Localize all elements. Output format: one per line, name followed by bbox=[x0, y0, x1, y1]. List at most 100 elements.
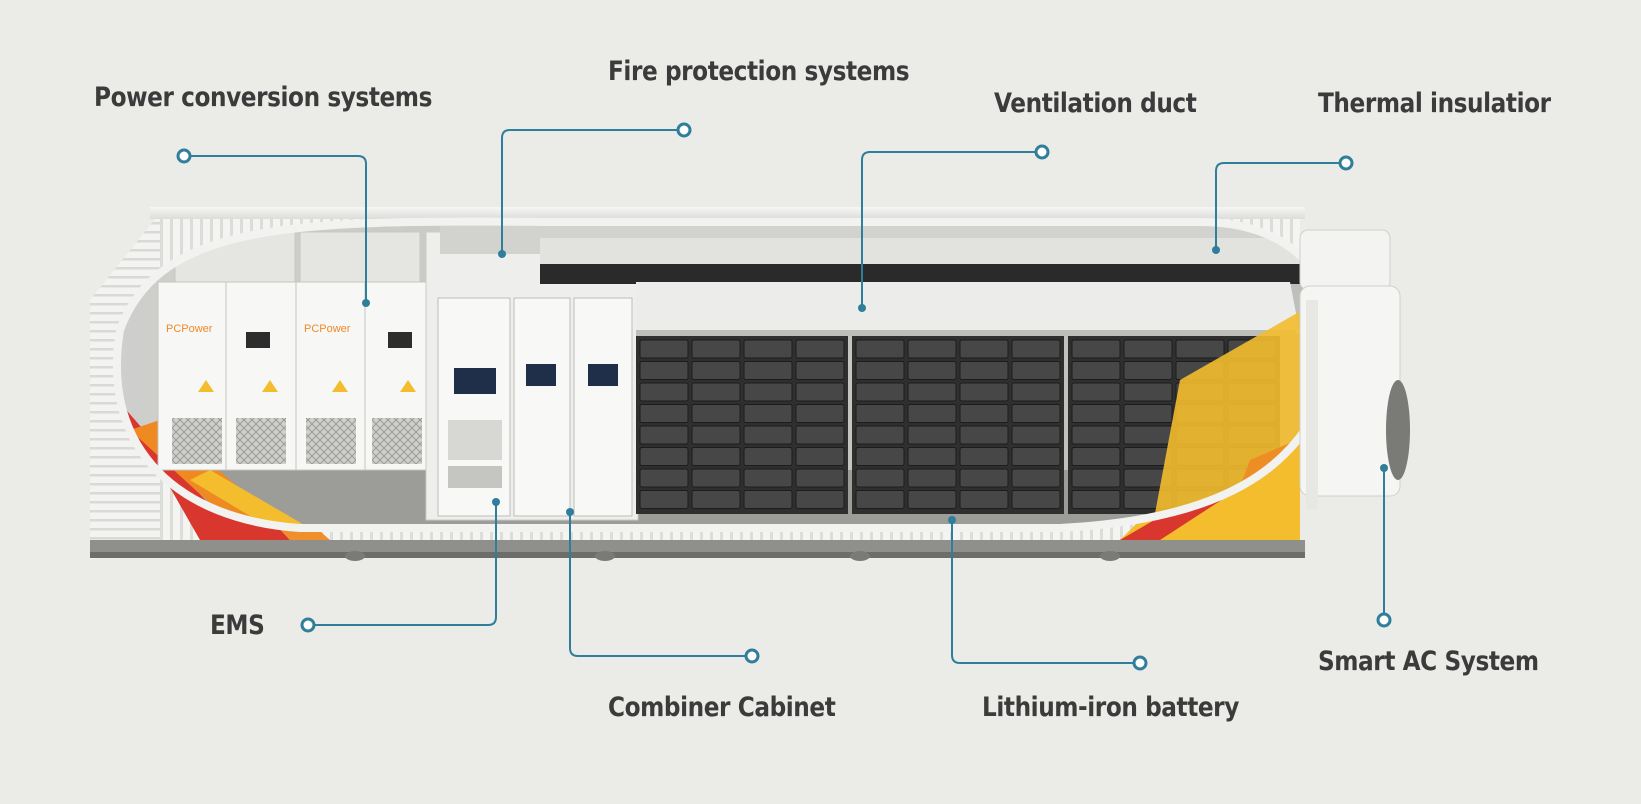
battery-module bbox=[743, 339, 793, 359]
callout-ring-ems bbox=[300, 617, 316, 633]
battery-module bbox=[795, 339, 845, 359]
battery-module bbox=[743, 361, 793, 380]
callout-ring-thermal bbox=[1338, 155, 1354, 171]
callout-line-vent bbox=[861, 151, 1042, 307]
callout-line-pcs bbox=[184, 155, 367, 300]
battery-module bbox=[639, 361, 689, 380]
callout-ring-ac bbox=[1376, 612, 1392, 628]
pcs-brand-text-2: PCPower bbox=[304, 323, 351, 335]
battery-module bbox=[855, 425, 905, 445]
battery-module bbox=[795, 382, 845, 402]
battery-module bbox=[639, 382, 689, 402]
battery-module bbox=[959, 447, 1009, 466]
battery-module bbox=[959, 490, 1009, 509]
battery-module bbox=[1071, 361, 1121, 380]
callout-ring-fire bbox=[676, 122, 692, 138]
battery-module bbox=[691, 490, 741, 509]
battery-module bbox=[795, 468, 845, 488]
battery-module bbox=[907, 339, 957, 359]
battery-module bbox=[639, 447, 689, 466]
battery-module bbox=[639, 404, 689, 423]
battery-module bbox=[691, 425, 741, 445]
battery-module bbox=[907, 468, 957, 488]
battery-module bbox=[1011, 425, 1061, 445]
label-power-conversion: Power conversion systems bbox=[94, 82, 432, 113]
battery-module bbox=[743, 447, 793, 466]
battery-module bbox=[795, 404, 845, 423]
battery-module bbox=[743, 382, 793, 402]
battery-module bbox=[907, 382, 957, 402]
battery-module bbox=[959, 361, 1009, 380]
battery-module bbox=[691, 339, 741, 359]
battery-module bbox=[907, 447, 957, 466]
battery-module bbox=[639, 425, 689, 445]
battery-module bbox=[959, 425, 1009, 445]
battery-module bbox=[1011, 468, 1061, 488]
battery-module bbox=[959, 404, 1009, 423]
callout-ring-combiner bbox=[744, 648, 760, 664]
battery-module bbox=[1123, 361, 1173, 380]
battery-module bbox=[639, 339, 689, 359]
battery-module bbox=[1011, 404, 1061, 423]
battery-module bbox=[691, 447, 741, 466]
smart-ac-unit bbox=[1299, 229, 1410, 510]
label-ventilation-duct: Ventilation duct bbox=[994, 88, 1197, 119]
battery-module bbox=[1011, 339, 1061, 359]
battery-module bbox=[743, 425, 793, 445]
callout-line-thermal bbox=[1215, 162, 1346, 250]
battery-module bbox=[959, 468, 1009, 488]
battery-module bbox=[639, 468, 689, 488]
battery-module bbox=[1123, 382, 1173, 402]
pcs-cabinets: PCPower PCPower bbox=[157, 231, 435, 471]
battery-module bbox=[1071, 425, 1121, 445]
battery-module bbox=[1175, 339, 1225, 359]
callout-ring-lithium bbox=[1132, 655, 1148, 671]
label-thermal-insulation: Thermal insulatior bbox=[1318, 88, 1551, 119]
battery-module bbox=[743, 404, 793, 423]
label-ems: EMS bbox=[210, 610, 265, 641]
battery-module bbox=[1011, 361, 1061, 380]
callout-ring-pcs bbox=[176, 148, 192, 164]
callout-lines bbox=[184, 129, 1385, 664]
battery-module bbox=[959, 339, 1009, 359]
callout-line-lithium bbox=[951, 520, 1140, 664]
battery-module bbox=[907, 490, 957, 509]
battery-module bbox=[1123, 404, 1173, 423]
battery-module bbox=[1123, 339, 1173, 359]
label-lithium-battery: Lithium-iron battery bbox=[982, 692, 1239, 723]
callout-ring-vent bbox=[1034, 144, 1050, 160]
battery-module bbox=[795, 361, 845, 380]
battery-module bbox=[1011, 447, 1061, 466]
battery-module bbox=[795, 447, 845, 466]
label-smart-ac-system: Smart AC System bbox=[1318, 646, 1539, 677]
battery-module bbox=[691, 382, 741, 402]
ventilation-duct-block bbox=[440, 226, 1300, 336]
battery-module bbox=[795, 490, 845, 509]
cutaway-interior: PCPower PCPower bbox=[116, 221, 1335, 528]
battery-module bbox=[907, 425, 957, 445]
battery-module bbox=[855, 404, 905, 423]
battery-module bbox=[743, 468, 793, 488]
battery-module bbox=[1123, 425, 1173, 445]
battery-module bbox=[959, 382, 1009, 402]
battery-module bbox=[1011, 490, 1061, 509]
battery-module bbox=[907, 361, 957, 380]
battery-module bbox=[691, 361, 741, 380]
callout-line-combiner bbox=[569, 512, 752, 657]
battery-module bbox=[1071, 382, 1121, 402]
battery-module bbox=[795, 425, 845, 445]
label-combiner-cabinet: Combiner Cabinet bbox=[608, 692, 836, 723]
battery-module bbox=[1011, 382, 1061, 402]
battery-module bbox=[691, 404, 741, 423]
battery-module bbox=[907, 404, 957, 423]
battery-module bbox=[639, 490, 689, 509]
callout-rings bbox=[176, 122, 1392, 671]
battery-module bbox=[1071, 468, 1121, 488]
battery-module bbox=[855, 382, 905, 402]
label-fire-protection: Fire protection systems bbox=[608, 56, 910, 87]
battery-module bbox=[855, 490, 905, 509]
battery-module bbox=[1071, 447, 1121, 466]
battery-module bbox=[1071, 490, 1121, 509]
